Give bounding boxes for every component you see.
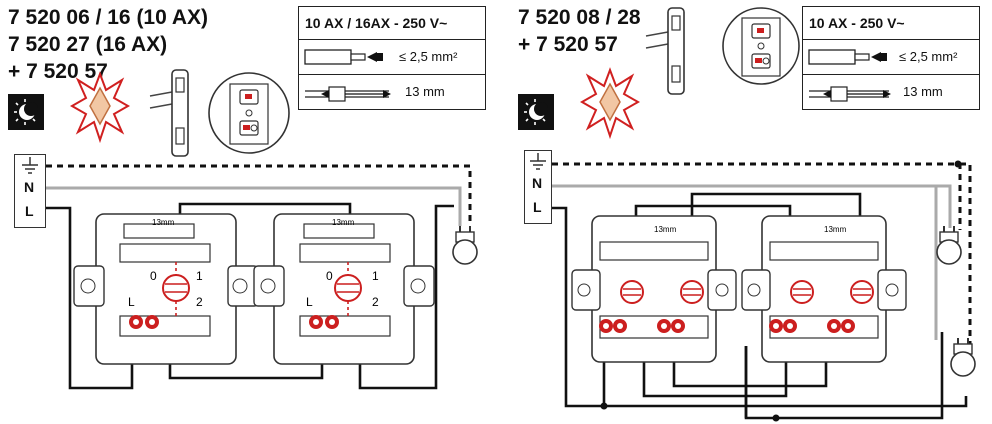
product-ref-line-3: + 7 520 57	[8, 60, 108, 83]
s2-dim: 13mm	[332, 218, 355, 227]
terminal-block: N L	[524, 150, 552, 224]
indicator-module-icon	[149, 69, 189, 157]
product-ref-line-2: 7 520 27 (16 AX)	[8, 33, 168, 56]
strip-length-icon	[305, 86, 391, 102]
illuminated-switch-icon	[579, 67, 641, 140]
s1-term-2: 2	[196, 295, 203, 309]
lamp-icon	[452, 226, 478, 265]
wiring-diagram: 0 1 L 2 13mm 0 1 L 2 13mm	[46, 164, 478, 390]
terminal-block: N L	[14, 154, 46, 228]
spec-rating: 10 AX / 16AX - 250 V~	[299, 7, 485, 40]
night-mode-icon	[8, 94, 44, 130]
s2-term-L: L	[306, 295, 313, 309]
live-wire	[46, 206, 134, 390]
terminal-n: N	[24, 179, 35, 195]
wire-section-icon	[304, 49, 383, 65]
earth-icon	[22, 157, 38, 174]
product-ref-line-1: 7 520 08 / 28	[518, 6, 641, 29]
spec-strip-row: 13 mm	[803, 75, 979, 109]
switch-1	[73, 213, 259, 365]
right-diagram-panel: 7 520 08 / 28 + 7 520 57 10 AX - 250 V~ …	[496, 0, 992, 424]
switch-2	[253, 213, 435, 365]
s2-term-2: 2	[372, 295, 379, 309]
illuminated-switch-icon	[69, 71, 131, 144]
spec-rating: 10 AX - 250 V~	[803, 7, 979, 40]
s2-dim: 13mm	[824, 225, 847, 234]
left-diagram-panel: 7 520 06 / 16 (10 AX) 7 520 27 (16 AX) +…	[8, 6, 486, 390]
terminal-l: L	[533, 199, 542, 215]
wire-section-label: ≤ 2,5 mm²	[899, 49, 958, 64]
product-ref-line-2: + 7 520 57	[518, 33, 618, 56]
neutral-wire	[46, 186, 462, 226]
spec-wire-row: ≤ 2,5 mm²	[803, 40, 979, 75]
spec-table: 10 AX / 16AX - 250 V~ ≤ 2,5 mm² 13 mm	[298, 6, 486, 110]
spec-wire-row: ≤ 2,5 mm²	[299, 40, 485, 75]
s1-dim: 13mm	[654, 225, 677, 234]
strip-length-label: 13 mm	[903, 84, 943, 99]
spec-table: 10 AX - 250 V~ ≤ 2,5 mm² 13 mm	[802, 6, 980, 110]
earth-icon	[530, 153, 546, 170]
s2-term-0a: 0	[326, 269, 333, 283]
s2-term-1: 1	[372, 269, 379, 283]
double-switch-2	[741, 215, 907, 363]
traveller-1	[642, 346, 788, 398]
s1-term-0a: 0	[150, 269, 157, 283]
wire-section-label: ≤ 2,5 mm²	[399, 49, 458, 64]
lamp-icon	[936, 226, 962, 265]
terminal-n: N	[532, 175, 543, 191]
indicator-module-icon	[645, 7, 685, 95]
live-wire	[552, 206, 606, 408]
traveller-2	[672, 346, 828, 388]
s1-term-1: 1	[196, 269, 203, 283]
strip-length-icon	[809, 86, 891, 102]
spec-strip-row: 13 mm	[299, 75, 485, 109]
double-switch-1	[571, 215, 737, 363]
strip-length-label: 13 mm	[405, 84, 445, 99]
switched-live	[358, 204, 454, 390]
s1-term-L: L	[128, 295, 135, 309]
terminal-l: L	[25, 203, 34, 219]
wire-section-icon	[808, 49, 887, 65]
lamp-icon	[950, 338, 976, 377]
wiring-diagram: 13mm 13mm	[552, 160, 976, 422]
product-ref-line-1: 7 520 06 / 16 (10 AX)	[8, 6, 209, 29]
rocker-detail-icon	[722, 7, 800, 85]
neutral-wire	[552, 184, 952, 340]
night-mode-icon	[518, 94, 554, 130]
rocker-detail-icon	[208, 72, 290, 154]
earth-wire	[46, 164, 472, 226]
s1-dim: 13mm	[152, 218, 175, 227]
